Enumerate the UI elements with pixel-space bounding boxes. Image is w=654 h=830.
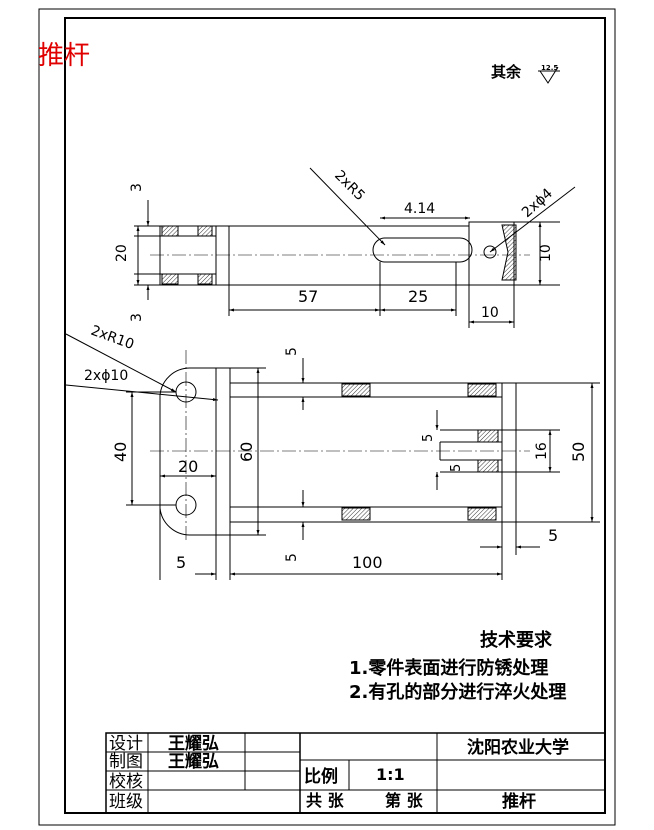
tb-part-name: 推杆 — [502, 791, 536, 812]
tb-design-name: 王耀弘 — [168, 734, 219, 754]
tb-check-label: 校核 — [109, 772, 143, 792]
front-hatch-1 — [341, 383, 371, 397]
top-slot — [372, 237, 473, 263]
dim-front-offset-left: 5 — [176, 553, 186, 572]
front-hatch-5 — [477, 429, 499, 443]
dim-front-height-60: 60 — [237, 442, 256, 462]
dim-top-height: 20 — [114, 244, 130, 262]
dim-front-radius: 2xR10 — [89, 323, 137, 353]
dim-front-hole-span: 40 — [111, 442, 130, 462]
top-view — [134, 167, 576, 328]
corner-title: 推杆 — [38, 41, 90, 71]
front-hatch-6 — [477, 459, 499, 473]
tech-item-2: 2.有孔的部分进行淬火处理 — [349, 681, 566, 703]
dim-front-gap-bottom: 5 — [284, 553, 300, 562]
dim-front-height-50: 50 — [569, 442, 588, 462]
front-body — [229, 382, 503, 523]
top-right-hole — [483, 245, 497, 259]
top-left-hatch-top2 — [197, 225, 213, 237]
top-left-hatch-top — [161, 225, 179, 237]
roughness-note: 其余 12.5 — [491, 63, 560, 84]
dim-top-len-25: 25 — [408, 287, 428, 306]
dim-front-end-width: 20 — [178, 457, 198, 476]
roughness-label: 其余 — [491, 63, 522, 81]
roughness-symbol-icon — [538, 66, 560, 84]
front-left-block — [215, 367, 231, 536]
tb-class-label: 班级 — [109, 792, 143, 812]
top-left-end — [159, 225, 230, 286]
dim-top-len-57: 57 — [298, 287, 318, 306]
dim-top-slot-radius: 2xR5 — [331, 168, 368, 205]
tb-scale-value: 1:1 — [376, 765, 405, 784]
top-left-hatch-bot2 — [197, 273, 213, 285]
tb-draw-name: 王耀弘 — [168, 752, 219, 772]
front-right-plate — [501, 382, 517, 523]
tech-heading: 技术要求 — [480, 629, 553, 651]
dim-top-len-10: 10 — [481, 305, 499, 321]
dim-front-slot-5b: 5 — [449, 464, 464, 472]
tech-item-1: 1.零件表面进行防锈处理 — [349, 657, 548, 679]
dim-front-height-16: 16 — [534, 442, 550, 460]
dim-top-wall-top: 3 — [129, 183, 145, 192]
dim-front-length-100: 100 — [352, 553, 383, 572]
title-block — [105, 732, 606, 814]
dim-top-end-height: 10 — [538, 244, 554, 262]
front-hatch-4 — [467, 507, 497, 521]
tb-sheets: 共 张 — [306, 791, 345, 810]
top-left-hatch-bot — [161, 273, 179, 285]
dim-front-hole-dia: 2xϕ10 — [84, 368, 128, 384]
dim-top-slot-offset: 4.14 — [404, 201, 435, 217]
outer-border — [38, 8, 616, 826]
dim-top-wall-bottom: 3 — [129, 313, 145, 322]
dim-front-slot-5a: 5 — [421, 434, 436, 442]
tb-school: 沈阳农业大学 — [467, 737, 569, 758]
top-body — [228, 225, 470, 286]
front-hatch-2 — [467, 383, 497, 397]
front-hatch-3 — [341, 507, 371, 521]
front-left-plate — [159, 367, 217, 536]
top-right-hatch — [501, 224, 517, 281]
tb-sheet-no: 第 张 — [385, 791, 424, 810]
tb-draw-label: 制图 — [109, 752, 143, 772]
dim-front-gap-top: 5 — [284, 347, 300, 356]
front-view — [65, 333, 600, 580]
roughness-value: 12.5 — [541, 64, 558, 72]
tb-scale-label: 比例 — [304, 766, 338, 787]
tb-design-label: 设计 — [109, 734, 143, 754]
dim-front-offset-right: 5 — [548, 526, 558, 545]
